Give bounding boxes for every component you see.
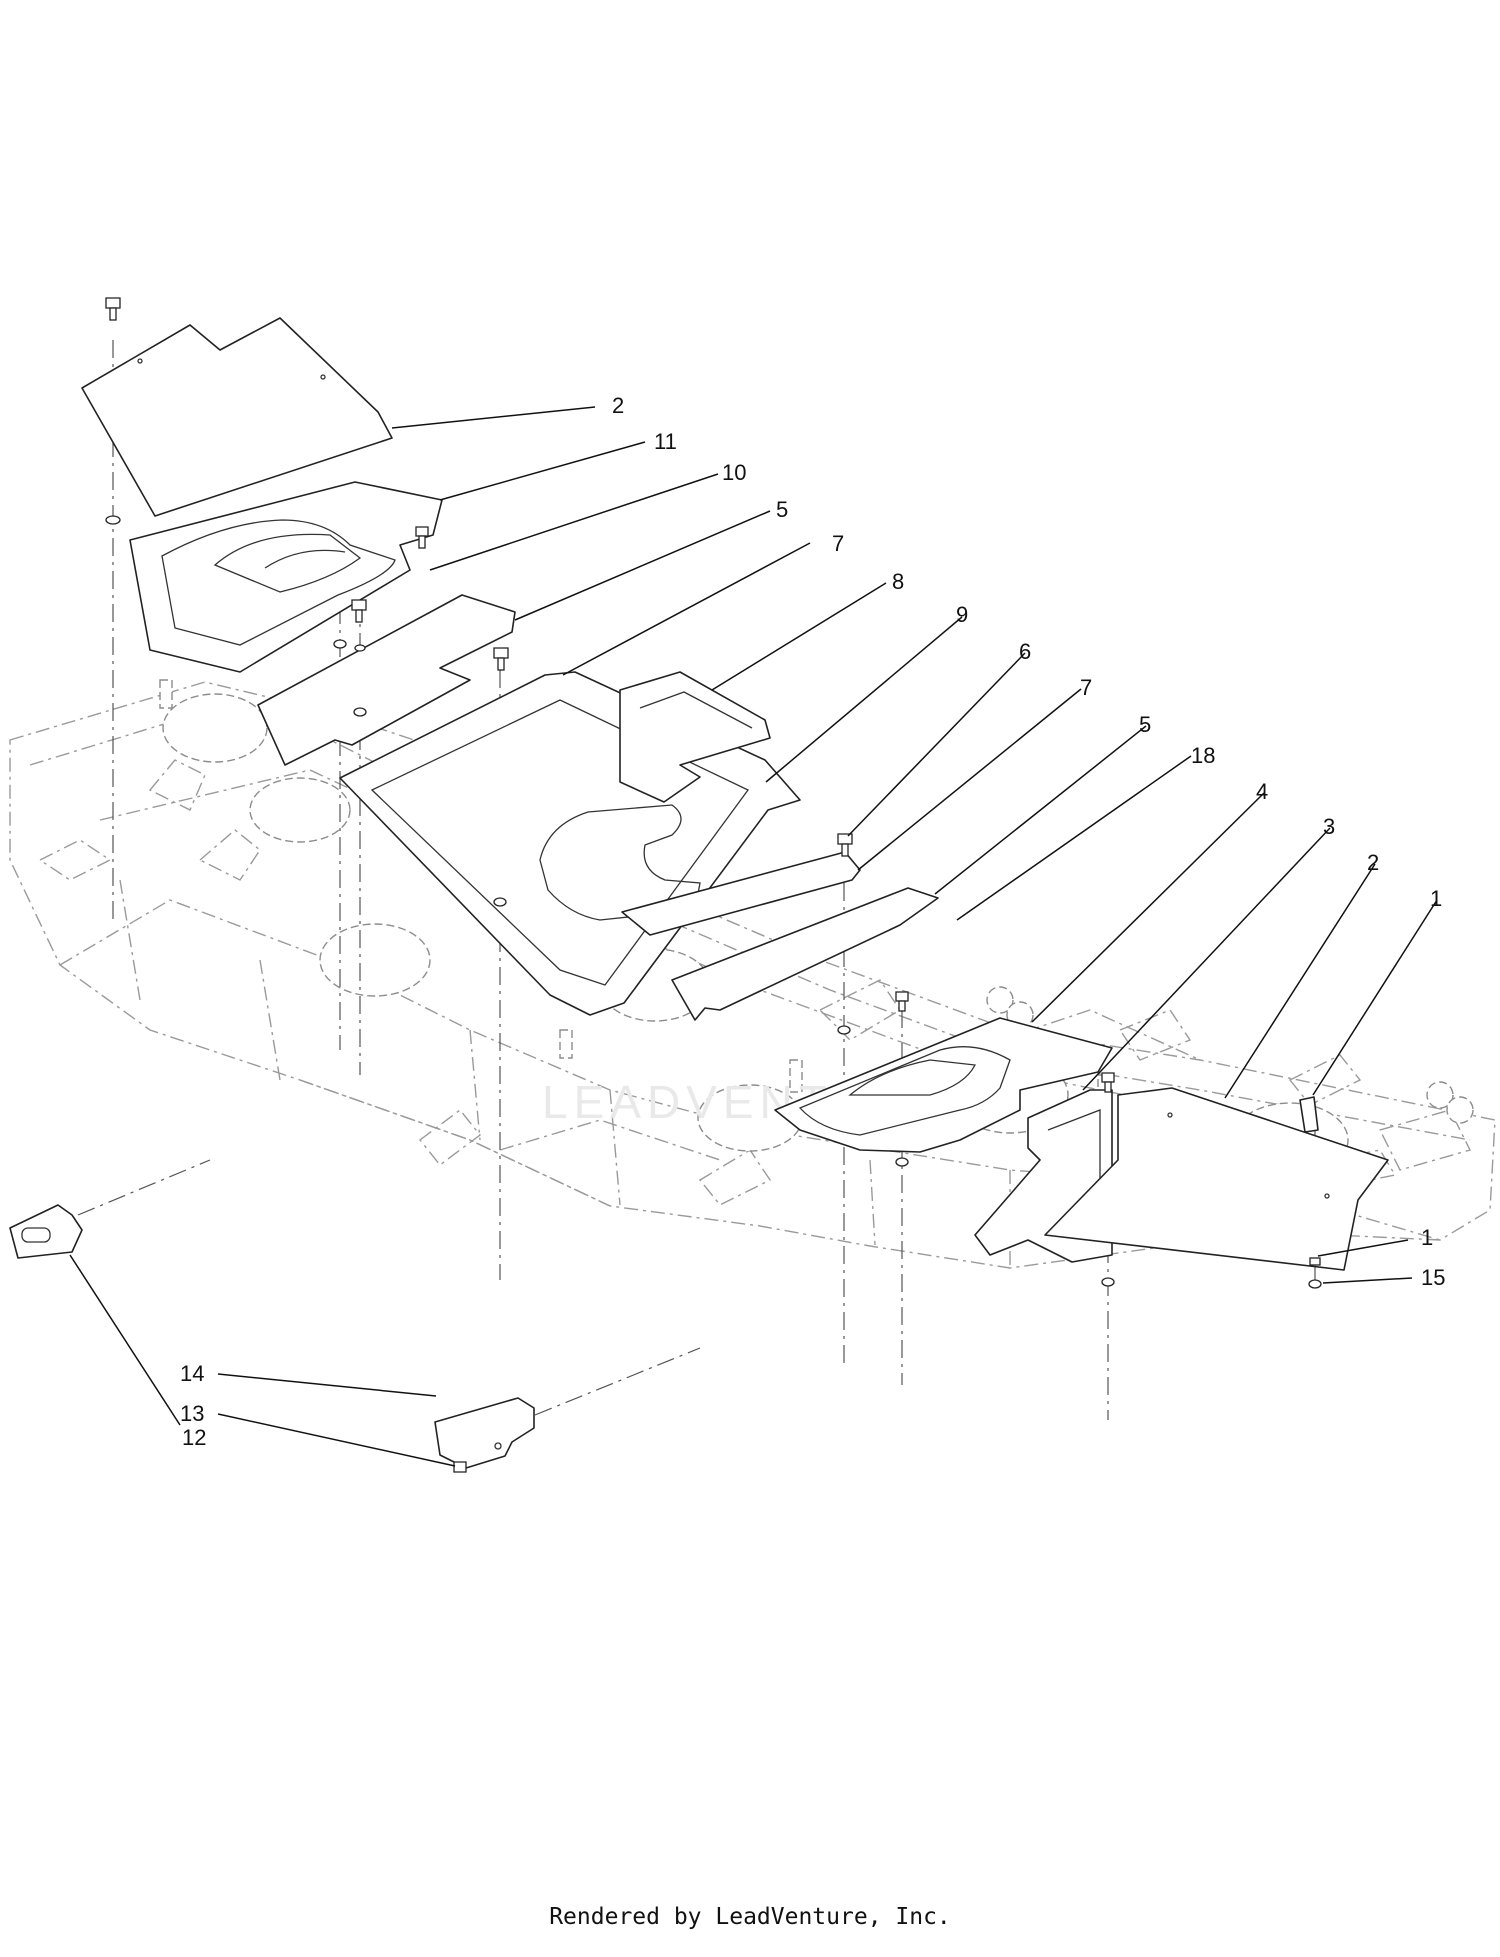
render-credit: Rendered by LeadVenture, Inc.	[549, 1904, 951, 1930]
callout-label-4: 4	[1256, 779, 1268, 804]
callout-labels: 2 11 10 5 7 8 9 6 7 5 18 4 3 2 1 1 15 12…	[180, 393, 1445, 1450]
callout-label-11: 11	[654, 429, 677, 454]
part-belt-cover-left	[129, 481, 443, 673]
part-bracket-front-center	[434, 1397, 535, 1469]
callout-label-1-top: 1	[1430, 886, 1442, 911]
part-bracket-front-left	[9, 1204, 83, 1259]
callout-label-9: 9	[956, 602, 968, 627]
part-cover-left	[81, 317, 393, 517]
callout-label-2-right: 2	[1367, 850, 1379, 875]
callout-label-8: 8	[892, 569, 904, 594]
callout-label-5-left: 5	[776, 497, 788, 522]
part-plate-center-lower	[671, 887, 939, 1021]
part-cover-right	[1044, 1087, 1389, 1271]
callout-label-15: 15	[1421, 1265, 1445, 1290]
part-belt-cover-right	[774, 1017, 1113, 1153]
callout-label-14: 14	[180, 1361, 204, 1386]
leader-lines	[69, 406, 1438, 1467]
part-latch-clip	[1299, 1096, 1319, 1133]
callout-label-12: 12	[182, 1425, 206, 1450]
part-plate-left	[257, 594, 516, 766]
callout-label-13: 13	[180, 1401, 204, 1426]
callout-label-7-right: 7	[1080, 675, 1092, 700]
part-tab-cover	[619, 671, 771, 803]
callout-label-2-left: 2	[612, 393, 624, 418]
callout-label-5-right: 5	[1139, 712, 1151, 737]
callout-label-1-bottom: 1	[1421, 1225, 1433, 1250]
callout-label-10: 10	[722, 460, 746, 485]
callout-label-6: 6	[1019, 639, 1031, 664]
part-plate-center	[621, 851, 861, 936]
callout-label-7-left: 7	[832, 531, 844, 556]
callout-label-18: 18	[1191, 743, 1215, 768]
callout-label-3: 3	[1323, 814, 1335, 839]
fasteners	[105, 297, 1322, 1473]
